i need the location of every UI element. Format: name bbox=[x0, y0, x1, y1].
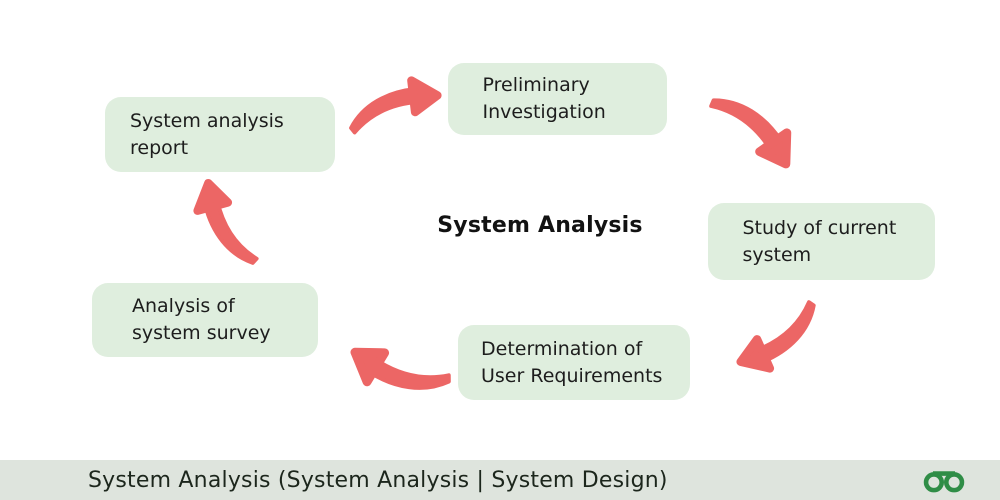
node-label: System analysis report bbox=[130, 109, 284, 159]
footer-caption: System Analysis (System Analysis | Syste… bbox=[88, 467, 668, 493]
node-determination-of-user-requirements: Determination of User Requirements bbox=[458, 325, 690, 400]
node-system-analysis-report: System analysis report bbox=[105, 97, 335, 172]
node-preliminary-investigation: Preliminary Investigation bbox=[448, 63, 667, 135]
footer-bar: System Analysis (System Analysis | Syste… bbox=[0, 460, 1000, 500]
diagram-title: System Analysis bbox=[437, 213, 643, 238]
curved-arrow-analysis-to-report-icon bbox=[194, 178, 258, 270]
node-label: Determination of User Requirements bbox=[481, 337, 663, 387]
geeksforgeeks-logo-icon bbox=[923, 471, 965, 493]
node-label: Analysis of system survey bbox=[132, 295, 271, 344]
node-label: Study of current system bbox=[742, 216, 897, 266]
node-study-of-current-system: Study of current system bbox=[708, 203, 935, 280]
curved-arrow-preliminary-to-study-icon bbox=[709, 77, 799, 182]
node-label: Preliminary Investigation bbox=[482, 74, 606, 123]
curved-arrow-report-to-preliminary-icon bbox=[351, 81, 437, 133]
curved-arrow-study-to-determination-icon bbox=[730, 301, 828, 376]
node-analysis-of-system-survey: Analysis of system survey bbox=[92, 283, 318, 357]
curved-arrow-determination-to-analysis-icon bbox=[345, 321, 452, 421]
